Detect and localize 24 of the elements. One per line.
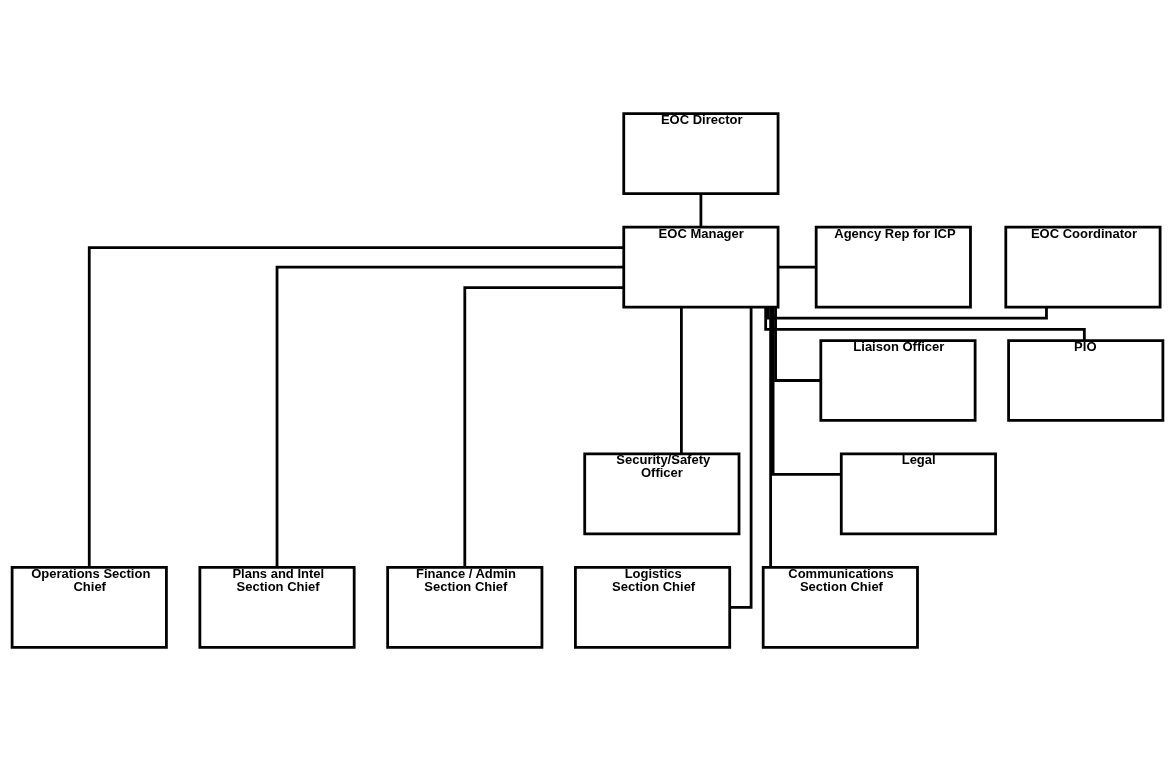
- connector: [275, 265, 624, 568]
- connector: [766, 307, 1048, 320]
- connector: [680, 307, 683, 454]
- connector: [778, 265, 817, 269]
- connector: [764, 307, 1086, 341]
- node-box: Agency Rep for ICP: [814, 225, 972, 309]
- node-box: Logistics Section Chief: [574, 565, 732, 649]
- connector: [774, 307, 821, 382]
- node-box: Plans and Intel Section Chief: [198, 565, 356, 649]
- node-box: Communications Section Chief: [761, 565, 919, 649]
- connector: [699, 193, 703, 228]
- connector: [769, 307, 772, 568]
- node-box: Finance / Admin Section Chief: [386, 565, 544, 649]
- node-box: EOC Director: [622, 112, 780, 196]
- node-box: EOC Coordinator: [1004, 225, 1162, 309]
- node-box: Liaison Officer: [819, 339, 977, 422]
- connector: [463, 286, 624, 568]
- connector: [87, 246, 624, 568]
- node-box: Security/Safety Officer: [583, 452, 741, 536]
- node-box: EOC Manager: [622, 225, 780, 309]
- connector: [771, 307, 842, 476]
- node-box: PIO: [1007, 339, 1165, 422]
- node-box: Operations Section Chief: [10, 565, 168, 649]
- node-box: Legal: [839, 452, 997, 536]
